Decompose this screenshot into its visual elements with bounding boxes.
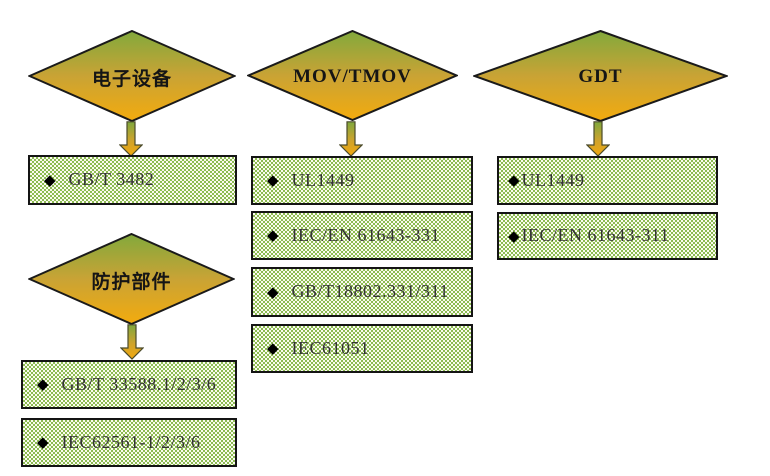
standard-label: IEC61051 bbox=[291, 337, 370, 358]
diamond-bullet-icon: ◆ bbox=[37, 375, 49, 393]
down-arrow-icon bbox=[339, 121, 363, 157]
diamond-bullet-icon: ◆ bbox=[267, 226, 279, 244]
diamond-bullet-icon: ◆ bbox=[508, 226, 520, 245]
diamond-bullet-icon: ◆ bbox=[267, 282, 279, 301]
diamond-mov-tmov: MOV/TMOV bbox=[247, 30, 458, 121]
diamond-label-gdt: GDT bbox=[578, 66, 623, 87]
diamond-label-protection-components: 防护部件 bbox=[91, 271, 172, 293]
diamond-shape bbox=[473, 30, 728, 122]
diamond-bullet-icon: ◆ bbox=[44, 170, 56, 189]
diamond-bullet-icon: ◆ bbox=[267, 339, 279, 357]
standard-label: UL1449 bbox=[291, 169, 355, 190]
diamond-bullet-icon: ◆ bbox=[508, 171, 520, 189]
diamond-gdt: GDT bbox=[473, 30, 728, 122]
standard-label: GB/T18802.331/311 bbox=[291, 281, 449, 301]
standard-label: GB/T 33588.1/2/3/6 bbox=[61, 373, 217, 394]
diamond-label-electronic-equipment: 电子设备 bbox=[91, 68, 172, 90]
standard-label: IEC/EN 61643-311 bbox=[521, 225, 670, 245]
standard-box-ul1449-mov: ◆ UL1449 bbox=[251, 156, 473, 205]
diamond-shape bbox=[28, 30, 236, 122]
diamond-label-mov-tmov: MOV/TMOV bbox=[293, 65, 412, 87]
standard-box-iec62561: ◆ IEC62561-1/2/3/6 bbox=[21, 418, 237, 467]
down-arrow-icon bbox=[586, 121, 610, 157]
diamond-bullet-icon: ◆ bbox=[267, 171, 279, 189]
standard-box-gbt33588: ◆ GB/T 33588.1/2/3/6 bbox=[21, 360, 237, 409]
diamond-shape bbox=[28, 233, 235, 325]
down-arrow-icon bbox=[119, 121, 143, 157]
diamond-protection-components: 防护部件 bbox=[28, 233, 235, 325]
standard-label: GB/T 3482 bbox=[68, 169, 155, 189]
standard-box-iecen61643-331: ◆ IEC/EN 61643-331 bbox=[251, 211, 473, 260]
standard-box-gbt3482: ◆ GB/T 3482 bbox=[28, 155, 237, 205]
standard-label: IEC/EN 61643-331 bbox=[291, 224, 441, 245]
standard-box-iec61051: ◆ IEC61051 bbox=[251, 324, 473, 373]
diamond-bullet-icon: ◆ bbox=[37, 433, 49, 451]
standard-label: UL1449 bbox=[521, 169, 585, 190]
standard-box-gbt18802: ◆ GB/T18802.331/311 bbox=[251, 267, 473, 317]
diamond-electronic-equipment: 电子设备 bbox=[28, 30, 236, 122]
diamond-shape bbox=[247, 30, 458, 121]
standard-label: IEC62561-1/2/3/6 bbox=[61, 431, 201, 452]
down-arrow-icon bbox=[120, 324, 144, 360]
standard-box-iecen61643-311: ◆ IEC/EN 61643-311 bbox=[497, 212, 718, 260]
standard-box-ul1449-gdt: ◆ UL1449 bbox=[497, 156, 718, 205]
